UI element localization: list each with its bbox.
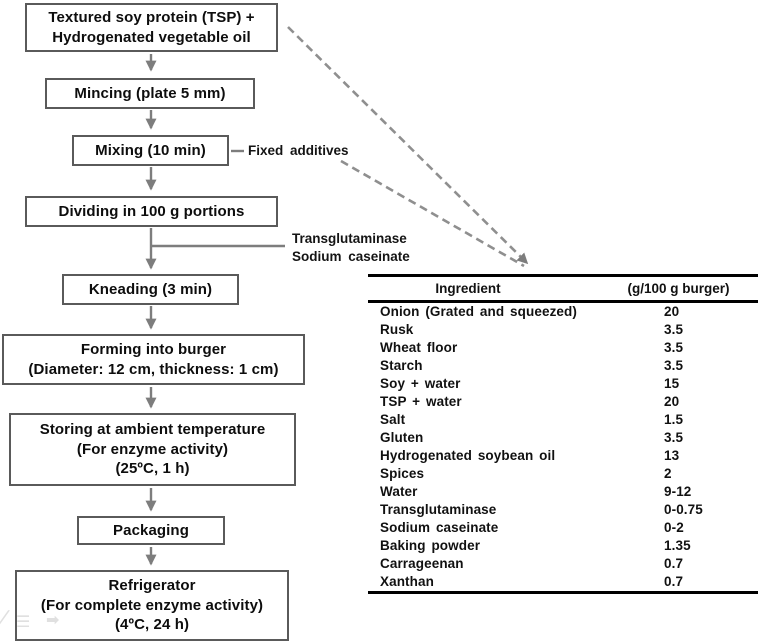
ingredient-name: TSP + water — [380, 394, 462, 409]
ingredient-name: Wheat floor — [380, 340, 458, 355]
flow-step-refrigerator: Refrigerator (For complete enzyme activi… — [15, 570, 289, 641]
table-row: Wheat floor 3.5 — [368, 339, 758, 357]
step-label: Storing at ambient temperature — [39, 421, 266, 439]
step-label: (Diameter: 12 cm, thickness: 1 cm) — [28, 360, 279, 378]
step-label: (25ºC, 1 h) — [115, 460, 190, 478]
step-label: Dividing in 100 g portions — [58, 202, 245, 220]
step-label: (For enzyme activity) — [76, 440, 229, 458]
flow-step-packaging: Packaging — [77, 516, 225, 545]
ingredient-amount: 0.7 — [664, 574, 684, 589]
step-label: Mixing (10 min) — [95, 141, 206, 159]
enzyme-additives-label: Transglutaminase Sodium caseinate — [292, 230, 410, 265]
step-label: (For complete enzyme activity) — [40, 596, 264, 614]
ingredient-amount: 3.5 — [664, 430, 684, 445]
ingredient-name: Water — [380, 484, 418, 499]
ingredient-name: Gluten — [380, 430, 424, 445]
ingredient-name: Xanthan — [380, 574, 434, 589]
table-row: Salt 1.5 — [368, 411, 758, 429]
ingredient-amount: 2 — [664, 466, 672, 481]
flow-step-mixing: Mixing (10 min) — [72, 135, 229, 166]
ingredient-amount: 0-0.75 — [664, 502, 703, 517]
table-row: Gluten 3.5 — [368, 429, 758, 447]
table-row: Sodium caseinate 0-2 — [368, 519, 758, 537]
step-label: Kneading (3 min) — [88, 280, 213, 298]
ingredient-name: Carrageenan — [380, 556, 464, 571]
ingredient-amount: 13 — [664, 448, 680, 463]
ingredient-name: Transglutaminase — [380, 502, 497, 517]
ingredient-amount: 0.7 — [664, 556, 684, 571]
ingredient-name: Spices — [380, 466, 425, 481]
table-row: TSP + water 20 — [368, 393, 758, 411]
list-icon: ☰ — [16, 614, 31, 631]
fixed-additives-label: Fixed additives — [248, 143, 349, 158]
diagonal-mark-icon: ╱ — [0, 610, 9, 633]
enzyme-additive-line: Transglutaminase — [292, 231, 407, 246]
flow-step-storing: Storing at ambient temperature (For enzy… — [9, 413, 296, 486]
flow-step-source-material: Textured soy protein (TSP) + Hydrogenate… — [25, 3, 278, 52]
ingredient-amount: 20 — [664, 394, 680, 409]
ingredient-name: Rusk — [380, 322, 414, 337]
table-row: Hydrogenated soybean oil 13 — [368, 447, 758, 465]
table-row: Rusk 3.5 — [368, 321, 758, 339]
step-label: Hydrogenated vegetable oil — [52, 28, 251, 46]
step-label: (4ºC, 24 h) — [114, 616, 190, 634]
ingredient-amount: 20 — [664, 304, 680, 319]
step-label: Packaging — [113, 521, 189, 539]
step-label: Forming into burger — [80, 341, 227, 358]
ingredient-name: Starch — [380, 358, 423, 373]
ingredient-amount: 15 — [664, 376, 680, 391]
ingredient-name: Baking powder — [380, 538, 481, 553]
ingredient-name: Sodium caseinate — [380, 520, 499, 535]
column-header-ingredient: Ingredient — [435, 281, 501, 296]
step-label: Mincing (plate 5 mm) — [74, 84, 226, 102]
ingredient-name: Hydrogenated soybean oil — [380, 448, 556, 463]
table-row: Transglutaminase 0-0.75 — [368, 501, 758, 519]
ingredient-name: Onion (Grated and squeezed) — [380, 304, 577, 319]
flow-step-forming: Forming into burger (Diameter: 12 cm, th… — [2, 334, 305, 385]
table-row: Water 9-12 — [368, 483, 758, 501]
step-label: Refrigerator — [108, 577, 196, 595]
ingredient-amount: 0-2 — [664, 520, 684, 535]
ingredient-amount: 3.5 — [664, 358, 684, 373]
enzyme-additive-line: Sodium caseinate — [292, 248, 410, 264]
ingredient-amount: 3.5 — [664, 322, 684, 337]
ingredient-amount: 3.5 — [664, 340, 684, 355]
table-header-row: Ingredient (g/100 g burger) — [368, 277, 758, 303]
ingredient-amount: 1.5 — [664, 412, 684, 427]
flow-step-dividing: Dividing in 100 g portions — [25, 196, 278, 227]
right-arrow-icon: ➡ — [46, 612, 60, 629]
flow-step-kneading: Kneading (3 min) — [62, 274, 239, 305]
table-row: Starch 3.5 — [368, 357, 758, 375]
table-row: Baking powder 1.35 — [368, 537, 758, 555]
ingredient-amount: 1.35 — [664, 538, 691, 553]
ingredient-amount: 9-12 — [664, 484, 692, 499]
ingredient-name: Salt — [380, 412, 406, 427]
step-label: Textured soy protein (TSP) + — [48, 9, 255, 26]
table-row: Onion (Grated and squeezed) 20 — [368, 303, 758, 321]
table-row: Xanthan 0.7 — [368, 573, 758, 591]
ingredient-name: Soy + water — [380, 376, 461, 391]
table-row: Carrageenan 0.7 — [368, 555, 758, 573]
ingredients-table: Ingredient (g/100 g burger) Onion (Grate… — [368, 274, 758, 594]
flow-step-mincing: Mincing (plate 5 mm) — [45, 78, 255, 109]
column-header-amount: (g/100 g burger) — [627, 281, 730, 296]
table-row: Spices 2 — [368, 465, 758, 483]
table-row: Soy + water 15 — [368, 375, 758, 393]
